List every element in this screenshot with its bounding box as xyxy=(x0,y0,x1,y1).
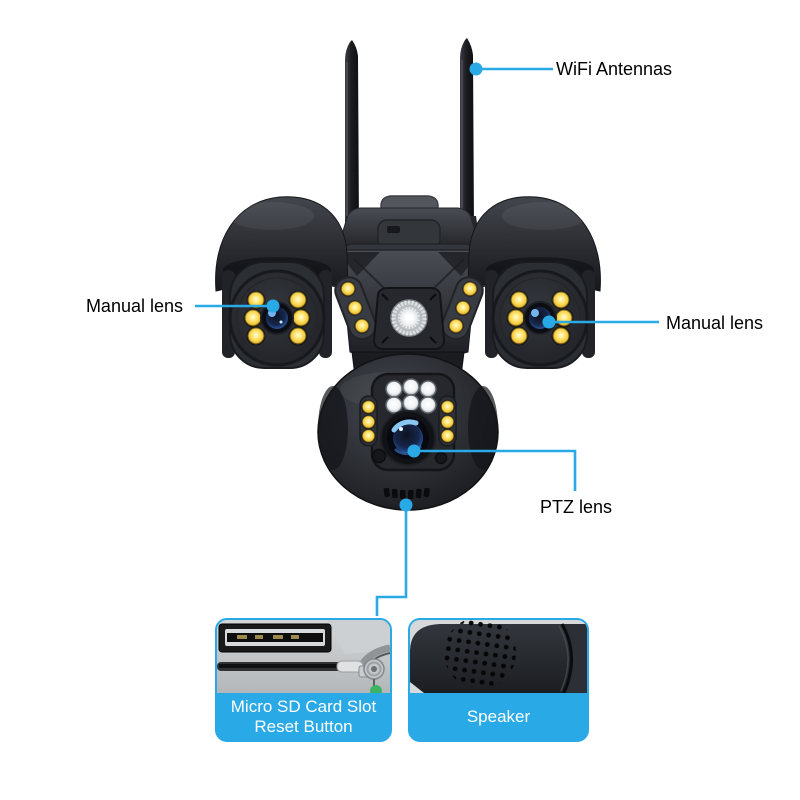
leader-manual-lens-left xyxy=(195,299,280,313)
led-array-left-camera xyxy=(243,290,311,346)
speaker-label: Speaker xyxy=(410,693,587,740)
manual-lens-right-label: Manual lens xyxy=(666,313,764,333)
ptz-lens-label: PTZ lens xyxy=(539,497,613,517)
micro-sd-label-line2: Reset Button xyxy=(254,716,353,736)
vent-slots xyxy=(383,487,430,500)
speaker-photo xyxy=(410,620,587,693)
side-camera-right xyxy=(467,196,601,369)
ir-sensor-right xyxy=(434,451,448,465)
micro-sd-photo xyxy=(217,620,390,693)
leader-dot xyxy=(542,315,556,329)
leader-ptz-lens xyxy=(407,444,577,491)
leader-bottom-callouts xyxy=(375,498,413,616)
leader-dot xyxy=(407,444,421,458)
micro-sd-label-line1: Micro SD Card Slot xyxy=(230,696,377,716)
ir-sensor-left xyxy=(371,448,387,464)
speaker-callout-box: Speaker xyxy=(408,618,589,742)
wifi-antennas-label: WiFi Antennas xyxy=(556,59,673,79)
leader-manual-lens-right xyxy=(542,315,659,329)
status-led xyxy=(370,685,382,693)
side-camera-left xyxy=(215,196,349,369)
wide-angle-lens-ring xyxy=(390,299,428,337)
yellow-led-array-ptz xyxy=(361,399,455,444)
leader-wifi-antennas xyxy=(469,62,553,76)
front-led-strip-left xyxy=(334,276,377,341)
micro-sd-callout-box: Micro SD Card Slot Reset Button xyxy=(215,618,392,742)
front-led-strip-right xyxy=(441,276,484,341)
ptz-lens-glass xyxy=(380,410,436,466)
leader-dot xyxy=(469,62,483,76)
leader-dot xyxy=(266,299,280,313)
reset-button xyxy=(363,658,385,693)
center-sensor-panel xyxy=(372,287,446,350)
speaker-label-text: Speaker xyxy=(466,706,531,726)
manual-lens-left-label: Manual lens xyxy=(85,296,183,316)
sd-card-slot xyxy=(218,623,332,653)
micro-sd-label: Micro SD Card Slot Reset Button xyxy=(217,693,390,740)
leader-dot xyxy=(399,498,413,512)
groove xyxy=(217,660,373,678)
ptz-dome xyxy=(317,353,499,511)
speaker-hole-grid xyxy=(444,620,516,689)
white-led-array xyxy=(385,378,437,414)
